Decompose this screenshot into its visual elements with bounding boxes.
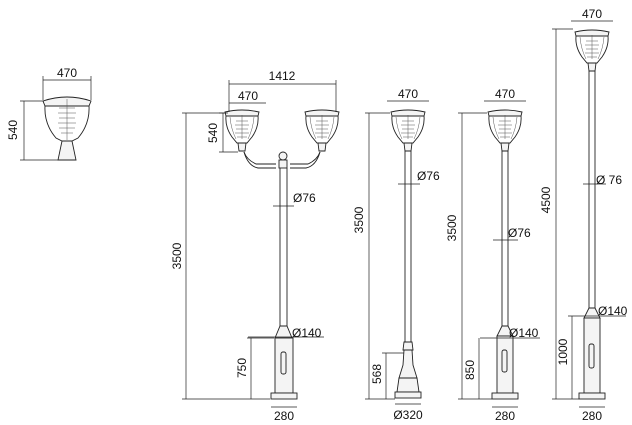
lantern-width-label: 470 bbox=[57, 66, 77, 80]
decor-total-height-label: 3500 bbox=[352, 206, 366, 233]
double-arm-pole: 1412 470 540 3500 Ø76 Ø140 750 280 bbox=[170, 69, 340, 423]
p850-total-height-label: 3500 bbox=[445, 214, 459, 241]
p850-foot-label: 280 bbox=[495, 409, 515, 423]
p850-base-diameter-label: Ø140 bbox=[509, 326, 539, 340]
decor-foot-label: Ø320 bbox=[393, 408, 423, 422]
double-head-height-label: 540 bbox=[206, 123, 220, 143]
decorative-pole: 470 Ø76 3500 568 Ø320 bbox=[352, 87, 440, 422]
p4500-head-width-label: 470 bbox=[582, 7, 602, 21]
double-pole-diameter-label: Ø76 bbox=[293, 191, 316, 205]
p4500-foot-label: 280 bbox=[582, 409, 602, 423]
double-foot-label: 280 bbox=[274, 409, 294, 423]
decor-pole-diameter-label: Ø76 bbox=[417, 169, 440, 183]
p850-base-height-label: 850 bbox=[463, 360, 477, 380]
double-base-height-label: 750 bbox=[235, 358, 249, 378]
lantern-height-label: 540 bbox=[6, 120, 20, 140]
pole-4500: 470 Ø 76 Ø140 4500 1000 280 bbox=[539, 7, 628, 423]
p850-head-width-label: 470 bbox=[495, 87, 515, 101]
decor-head-width-label: 470 bbox=[398, 87, 418, 101]
pole-850: 470 Ø76 Ø140 3500 850 280 bbox=[445, 87, 540, 423]
decor-base-height-label: 568 bbox=[370, 364, 384, 384]
p850-pole-diameter-label: Ø76 bbox=[508, 226, 531, 240]
p4500-base-diameter-label: Ø140 bbox=[598, 304, 628, 318]
double-head-width-label: 470 bbox=[238, 89, 258, 103]
double-total-height-label: 3500 bbox=[170, 242, 184, 269]
span-label: 1412 bbox=[269, 69, 296, 83]
double-base-diameter-label: Ø140 bbox=[292, 326, 322, 340]
p4500-pole-diameter-label: Ø 76 bbox=[596, 173, 622, 187]
p4500-total-height-label: 4500 bbox=[539, 186, 553, 213]
lantern-detail: 470 540 bbox=[6, 66, 92, 161]
p4500-base-height-label: 1000 bbox=[556, 338, 570, 365]
